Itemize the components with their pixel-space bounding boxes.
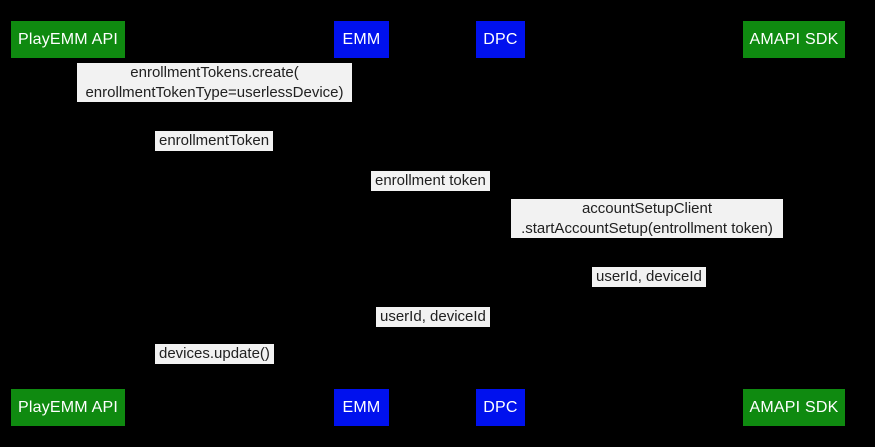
actor-emm-top: EMM: [334, 21, 389, 58]
message-start-account-setup: accountSetupClient .startAccountSetup(en…: [511, 199, 783, 238]
message-line: enrollmentTokens.create(: [130, 64, 299, 81]
message-enrollment-token-response: enrollmentToken: [155, 131, 274, 151]
message-line: enrollmentTokenType=userlessDevice): [85, 83, 344, 101]
message-devices-update: devices.update(): [155, 344, 274, 364]
message-enrollment-tokens-create: enrollmentTokens.create( enrollmentToken…: [77, 63, 352, 102]
actor-emm-bottom: EMM: [334, 389, 389, 426]
actor-amapi-sdk-top: AMAPI SDK: [743, 21, 845, 58]
actor-playemm-api-top: PlayEMM API: [11, 21, 125, 58]
actor-playemm-api-bottom: PlayEMM API: [11, 389, 125, 426]
message-userid-deviceid-2: userId, deviceId: [376, 307, 490, 327]
message-enrollment-token: enrollment token: [371, 171, 490, 191]
actor-dpc-top: DPC: [476, 21, 525, 58]
message-userid-deviceid-1: userId, deviceId: [592, 267, 706, 287]
message-line: accountSetupClient: [581, 200, 713, 217]
actor-dpc-bottom: DPC: [476, 389, 525, 426]
message-line: .startAccountSetup(entrollment token): [521, 219, 773, 237]
actor-amapi-sdk-bottom: AMAPI SDK: [743, 389, 845, 426]
